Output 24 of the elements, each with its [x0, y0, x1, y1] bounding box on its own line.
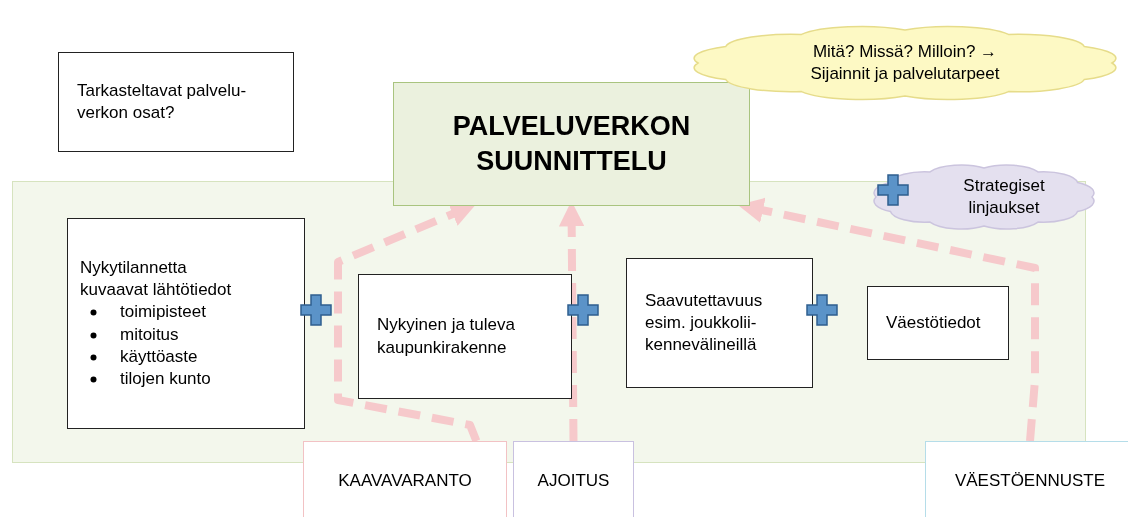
- node-text: Väestötiedot: [886, 311, 982, 334]
- process-box: [626, 258, 813, 388]
- bullet-item: käyttöaste: [120, 346, 198, 366]
- node-text: AJOITUS: [537, 469, 610, 492]
- title-text: PALVELUVERKON SUUNNITTELU: [451, 109, 692, 178]
- node-text: Tarkasteltavat palvelu-verkon osat?: [77, 79, 248, 124]
- node-text: Strategiset linjaukset: [962, 174, 1046, 219]
- dashed-arrow: [737, 197, 1039, 442]
- process-box: [67, 218, 305, 429]
- process-box: [358, 274, 572, 399]
- node-text: KAAVAVARANTO: [338, 469, 472, 492]
- input-box: [303, 441, 507, 517]
- node-text: Saavutettavuus esim. joukkolii-kennevälineillä: [645, 289, 764, 357]
- title-box: [393, 82, 750, 206]
- input-box: [925, 441, 1128, 517]
- node-text: VÄESTÖENNUSTE: [954, 469, 1106, 492]
- process-box: [867, 286, 1009, 360]
- node-text: Nykyinen ja tuleva kaupunkirakenne: [377, 314, 516, 359]
- input-box: [513, 441, 634, 517]
- text-box: [58, 52, 294, 152]
- bullet-item: toimipisteet: [120, 302, 206, 322]
- bullet-item: mitoitus: [120, 324, 179, 344]
- node-text: Mitä? Missä? Milloin? → Sijainnit ja palvelutarpeet: [809, 40, 1001, 85]
- bullet-item: tilojen kunto: [120, 368, 211, 388]
